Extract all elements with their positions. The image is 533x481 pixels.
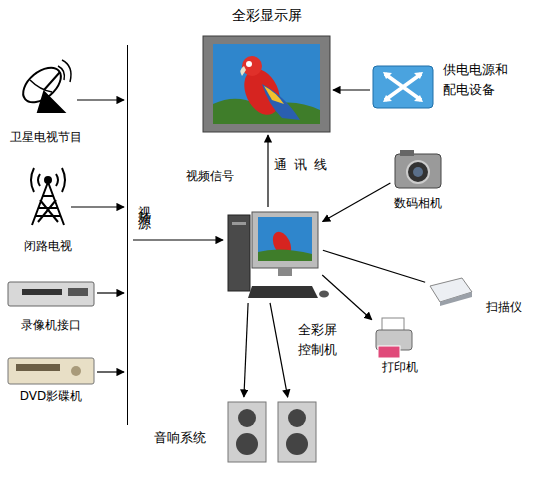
signal-arrow: [97, 371, 124, 372]
power-icon: [373, 66, 433, 108]
printer-icon: [376, 318, 412, 358]
node-caption: 全彩显示屏: [203, 8, 330, 23]
camera-icon: [395, 150, 441, 188]
scanner-icon: [430, 278, 472, 306]
control-computer: 全彩屏控制机: [226, 210, 320, 300]
scanner-side: [440, 292, 472, 306]
satellite-source: 卫星电视节目: [18, 62, 74, 114]
switch-arrows: [385, 74, 421, 100]
computer-icon: [228, 212, 329, 298]
node-caption: 全彩屏控制机: [298, 320, 340, 360]
keyboard: [248, 286, 318, 298]
node-caption: 音响系统: [154, 430, 206, 445]
speaker-left-woofer: [236, 433, 258, 455]
dvd-tray: [16, 364, 60, 371]
dvd-knob: [71, 366, 81, 376]
camera-top: [400, 150, 414, 156]
parrot-head: [242, 56, 262, 76]
node-caption: 扫描仪: [486, 300, 522, 315]
dvd-body: [8, 358, 94, 384]
monitor-foliage: [258, 249, 312, 261]
pc-tower: [228, 215, 250, 291]
vcr-icon: [8, 282, 94, 306]
camera-lens: [407, 161, 429, 183]
satellite-icon: [17, 60, 71, 112]
edge-label: 视频信号: [186, 169, 234, 184]
camera-body: [395, 154, 441, 188]
monitor-stand: [278, 268, 292, 276]
mouse: [319, 291, 329, 298]
node-caption: 录像机接口: [21, 318, 81, 333]
monitor-screen: [258, 217, 312, 261]
node-caption: 闭路电视: [24, 239, 72, 254]
vcr-panel: [68, 288, 88, 296]
sound-system: 音响系统: [226, 400, 318, 464]
node-caption: DVD影碟机: [20, 389, 82, 404]
vcr-source: 录像机接口: [8, 282, 94, 306]
dvd-icon: [8, 358, 94, 384]
speaker-right: [278, 402, 316, 462]
speaker-right-cone: [288, 409, 306, 427]
node-caption: 打印机: [382, 360, 418, 375]
vcr-slot: [22, 289, 62, 295]
parrot-wing: [262, 84, 300, 120]
signal-arrow: [333, 89, 370, 90]
cctv-source: 闭路电视: [28, 163, 68, 227]
signal-arrow: [97, 292, 124, 293]
signal-arrow: [244, 303, 248, 397]
printer: 打印机: [374, 316, 414, 360]
tower-waves: [31, 168, 65, 192]
camera-glass: [413, 167, 423, 177]
signal-arrow: [270, 303, 288, 397]
signal-arrow: [71, 206, 124, 207]
digital-camera: 数码相机: [393, 148, 443, 190]
speaker-right-woofer: [286, 433, 308, 455]
signal-arrow: [323, 250, 425, 282]
pc-drive: [232, 222, 246, 225]
node-caption: 卫星电视节目: [10, 130, 82, 145]
display-sky: [213, 44, 320, 124]
signal-arrow: [267, 135, 268, 207]
monitor-frame: [252, 212, 318, 268]
display-icon: [203, 36, 330, 132]
speaker-left: [228, 402, 266, 462]
signal-arrow: [323, 183, 391, 221]
signal-arrow: [133, 239, 223, 240]
speaker-left-cone: [238, 409, 256, 427]
display-frame: [203, 36, 330, 132]
parrot-wing-stripe: [264, 86, 284, 104]
tower-top: [45, 177, 51, 183]
power-device: 供电电源和配电设备: [373, 66, 433, 108]
signal-arrow: [77, 99, 124, 100]
vcr-body: [8, 282, 94, 306]
node-caption: 供电电源和配电设备: [443, 60, 513, 100]
display-screen: 全彩显示屏: [203, 36, 330, 132]
node-caption: 视频源: [137, 195, 152, 213]
node-caption: 数码相机: [394, 196, 442, 211]
parrot-beak: [240, 66, 246, 76]
video-source-bus: 视频源: [127, 45, 130, 425]
dish-stand: [38, 72, 64, 112]
switch-box: [373, 66, 433, 108]
scanner: 扫描仪: [428, 276, 474, 308]
dvd-source: DVD影碟机: [8, 358, 94, 384]
tower-lattice: [32, 182, 64, 225]
note-label: 通讯线: [274, 157, 334, 172]
switch-arrowheads: [383, 72, 423, 102]
printer-photo: [378, 346, 400, 358]
signal-waves: [58, 60, 71, 82]
speakers-icon: [228, 402, 316, 462]
signal-arrow: [322, 275, 372, 320]
tower-icon: [31, 168, 65, 225]
parrot-eye: [246, 61, 252, 67]
